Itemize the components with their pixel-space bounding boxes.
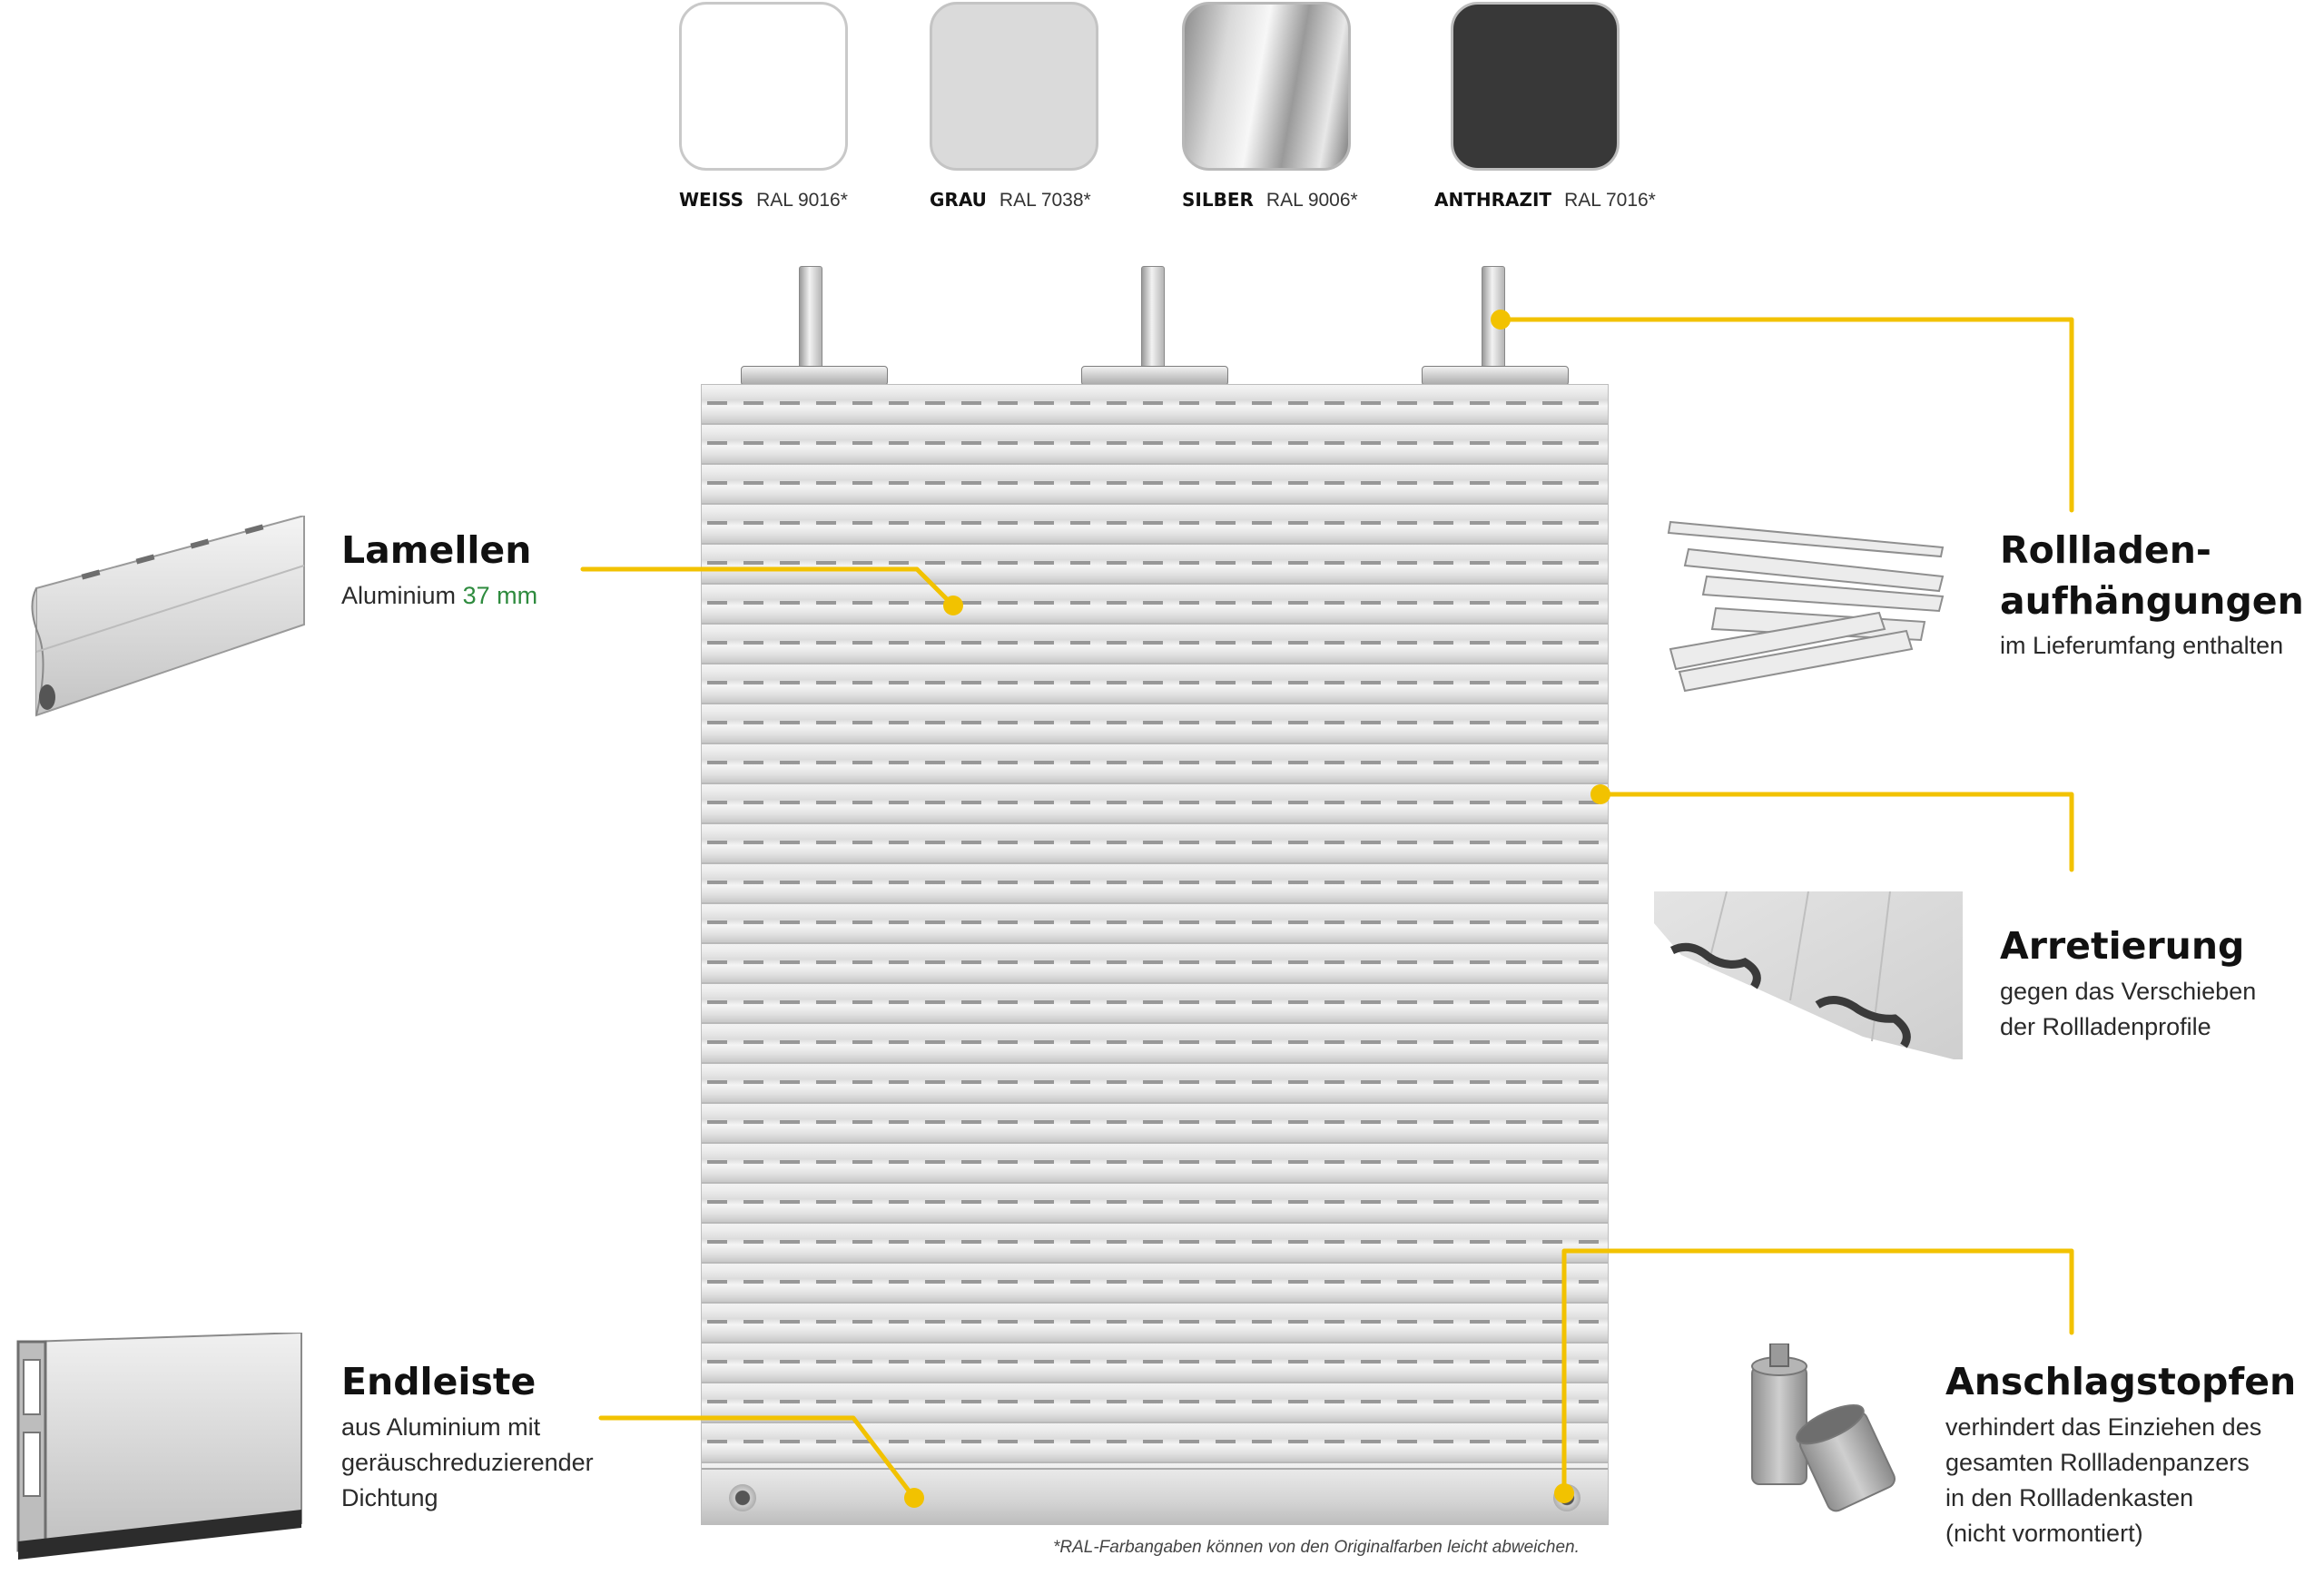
color-swatch-weiss [679,2,848,171]
label-aufhaengungen-title-2: aufhängungen [2000,579,2304,623]
shutter-slat [702,1224,1608,1264]
label-lamellen-desc: Aluminium 37 mm [341,578,537,614]
endleiste-profile-icon [16,1333,302,1560]
shutter-slat [702,704,1608,744]
color-caption-grau: GRAU RAL 7038* [930,189,1091,212]
shutter-slat [702,1423,1608,1463]
shutter-slat [702,585,1608,625]
lamellen-material: Aluminium [341,582,457,609]
label-arretierung-title: Arretierung [2000,924,2245,968]
shutter-slat [702,864,1608,904]
shutter-slat [702,1184,1608,1224]
color-swatch-anthrazit [1451,2,1620,171]
label-anschlagstopfen-desc-1: verhindert das Einziehen des [1945,1413,2262,1441]
shutter-slat [702,904,1608,944]
label-anschlagstopfen-desc-4: (nicht vormontiert) [1945,1520,2143,1547]
callout-line-lamellen [580,566,956,608]
color-code: RAL 7016* [1564,190,1656,211]
callout-dot-aufhaengungen [1491,310,1511,330]
shutter-slat [702,1104,1608,1144]
label-lamellen-title: Lamellen [341,528,532,572]
arretierung-detail-icon [1654,891,1963,1059]
shutter-slat [702,1264,1608,1304]
footnote: *RAL-Farbangaben können von den Original… [1053,1538,1580,1557]
color-code: RAL 9016* [756,190,848,211]
label-aufhaengungen-desc: im Lieferumfang enthalten [2000,632,2284,659]
shutter-slat [702,1064,1608,1104]
shutter-slat [702,664,1608,704]
shutter-slat [702,385,1608,425]
color-name: SILBER [1182,189,1254,211]
stopper-hole-left [729,1484,756,1511]
color-name: WEISS [679,189,744,211]
label-arretierung-desc-1: gegen das Verschieben [2000,978,2257,1005]
callout-dot-endleiste [904,1488,924,1508]
stopper-icon [1751,1344,1896,1512]
shutter-slat [702,984,1608,1024]
callout-line-anschlagstopfen [1561,1248,2074,1490]
roller-shutter [701,384,1609,1525]
color-name: ANTHRAZIT [1434,189,1552,211]
label-endleiste-desc-2: geräuschreduzierender [341,1449,594,1476]
callout-dot-arretierung [1590,784,1610,804]
shutter-slat [702,625,1608,664]
hanger-strap [799,266,822,375]
hanger-strap [1141,266,1165,375]
color-caption-silber: SILBER RAL 9006* [1182,189,1358,212]
shutter-slat [702,744,1608,784]
color-caption-weiss: WEISS RAL 9016* [679,189,848,212]
label-anschlagstopfen-title: Anschlagstopfen [1945,1360,2297,1403]
shutter-slat [702,824,1608,864]
lamellen-size: 37 mm [462,582,538,609]
color-name: GRAU [930,189,987,211]
label-endleiste-desc-1: aus Aluminium mit [341,1413,541,1441]
shutter-slat [702,465,1608,505]
color-code: RAL 7038* [999,190,1091,211]
shutter-slat [702,1144,1608,1184]
shutter-slat [702,425,1608,465]
label-arretierung-desc-2: der Rollladenprofile [2000,1013,2211,1040]
label-anschlagstopfen-desc-2: gesamten Rollladenpanzers [1945,1449,2250,1476]
label-anschlagstopfen-desc-3: in den Rollladenkasten [1945,1484,2194,1511]
callout-line-aufhaengungen [1498,317,2074,513]
color-caption-anthrazit: ANTHRAZIT RAL 7016* [1434,189,1656,212]
shutter-slat [702,545,1608,585]
label-endleiste-desc-3: Dichtung [341,1484,438,1511]
label-aufhaengungen-title-1: Rollladen- [2000,528,2211,572]
shutter-slat [702,944,1608,984]
shutter-slat [702,784,1608,824]
shutter-slat [702,505,1608,545]
lamelle-profile-icon [31,516,305,717]
label-endleiste-title: Endleiste [341,1360,537,1403]
shutter-bottom-rail [702,1468,1608,1524]
shutter-slat [702,1344,1608,1383]
callout-dot-anschlagstopfen [1554,1483,1574,1503]
color-swatch-grau [930,2,1098,171]
shutter-slat [702,1024,1608,1064]
hanger-bundle-icon [1667,520,1945,693]
color-swatch-silber [1182,2,1351,171]
callout-dot-lamellen [943,596,963,615]
color-code: RAL 9006* [1265,190,1358,211]
callout-line-endleiste [598,1415,917,1501]
callout-line-arretierung [1598,792,2074,872]
shutter-slat [702,1304,1608,1344]
